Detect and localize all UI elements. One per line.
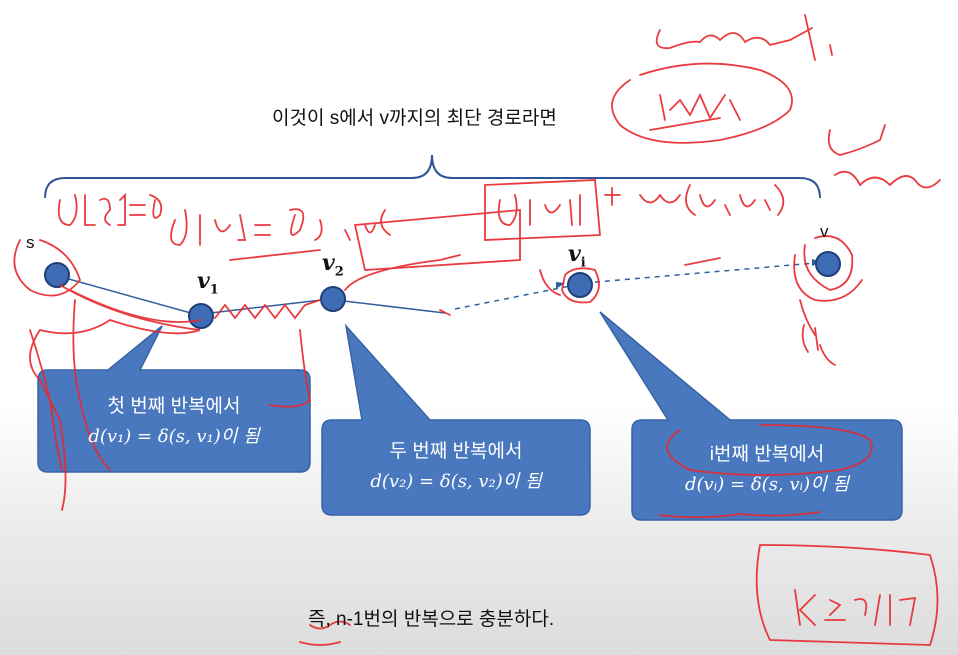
node-v2	[320, 286, 346, 312]
callout-3-shape	[599, 311, 903, 521]
node-v	[815, 251, 841, 277]
callout-2-text: 두 번째 반복에서 d(v₂) = δ(s, v₂)이 됨	[322, 437, 590, 497]
node-s-label: s	[26, 233, 35, 252]
curly-brace	[44, 154, 821, 199]
callout-2-line2: d(v₂) = δ(s, v₂)이 됨	[370, 471, 542, 492]
node-v-label: v	[820, 222, 829, 241]
path-edges	[57, 262, 816, 316]
callout-3-text: i번째 반복에서 d(vᵢ) = δ(s, vᵢ)이 됨	[632, 440, 902, 500]
path-title: 이것이 s에서 v까지의 최단 경로라면	[272, 108, 557, 129]
callout-3-line1: i번째 반복에서	[709, 444, 825, 465]
node-v1-label: v1	[197, 268, 219, 298]
node-v1	[188, 303, 214, 329]
callout-1-line1: 첫 번째 반복에서	[107, 396, 241, 417]
callout-3-line2: d(vᵢ) = δ(s, vᵢ)이 됨	[684, 474, 850, 495]
node-vi	[567, 272, 593, 298]
callout-2-line1: 두 번째 반복에서	[389, 441, 523, 462]
node-v2-label: v2	[322, 250, 344, 280]
node-s	[44, 262, 70, 288]
callout-1-line2: d(v₁) = δ(s, v₁)이 됨	[88, 426, 260, 447]
callout-2-shape	[321, 323, 591, 516]
handwritten-annotations	[13, 14, 941, 646]
node-vi-label: vi	[568, 241, 586, 271]
conclusion-text: 즉, n-1번의 반복으로 충분하다.	[308, 609, 555, 630]
callout-1-text: 첫 번째 반복에서 d(v₁) = δ(s, v₁)이 됨	[38, 392, 310, 452]
